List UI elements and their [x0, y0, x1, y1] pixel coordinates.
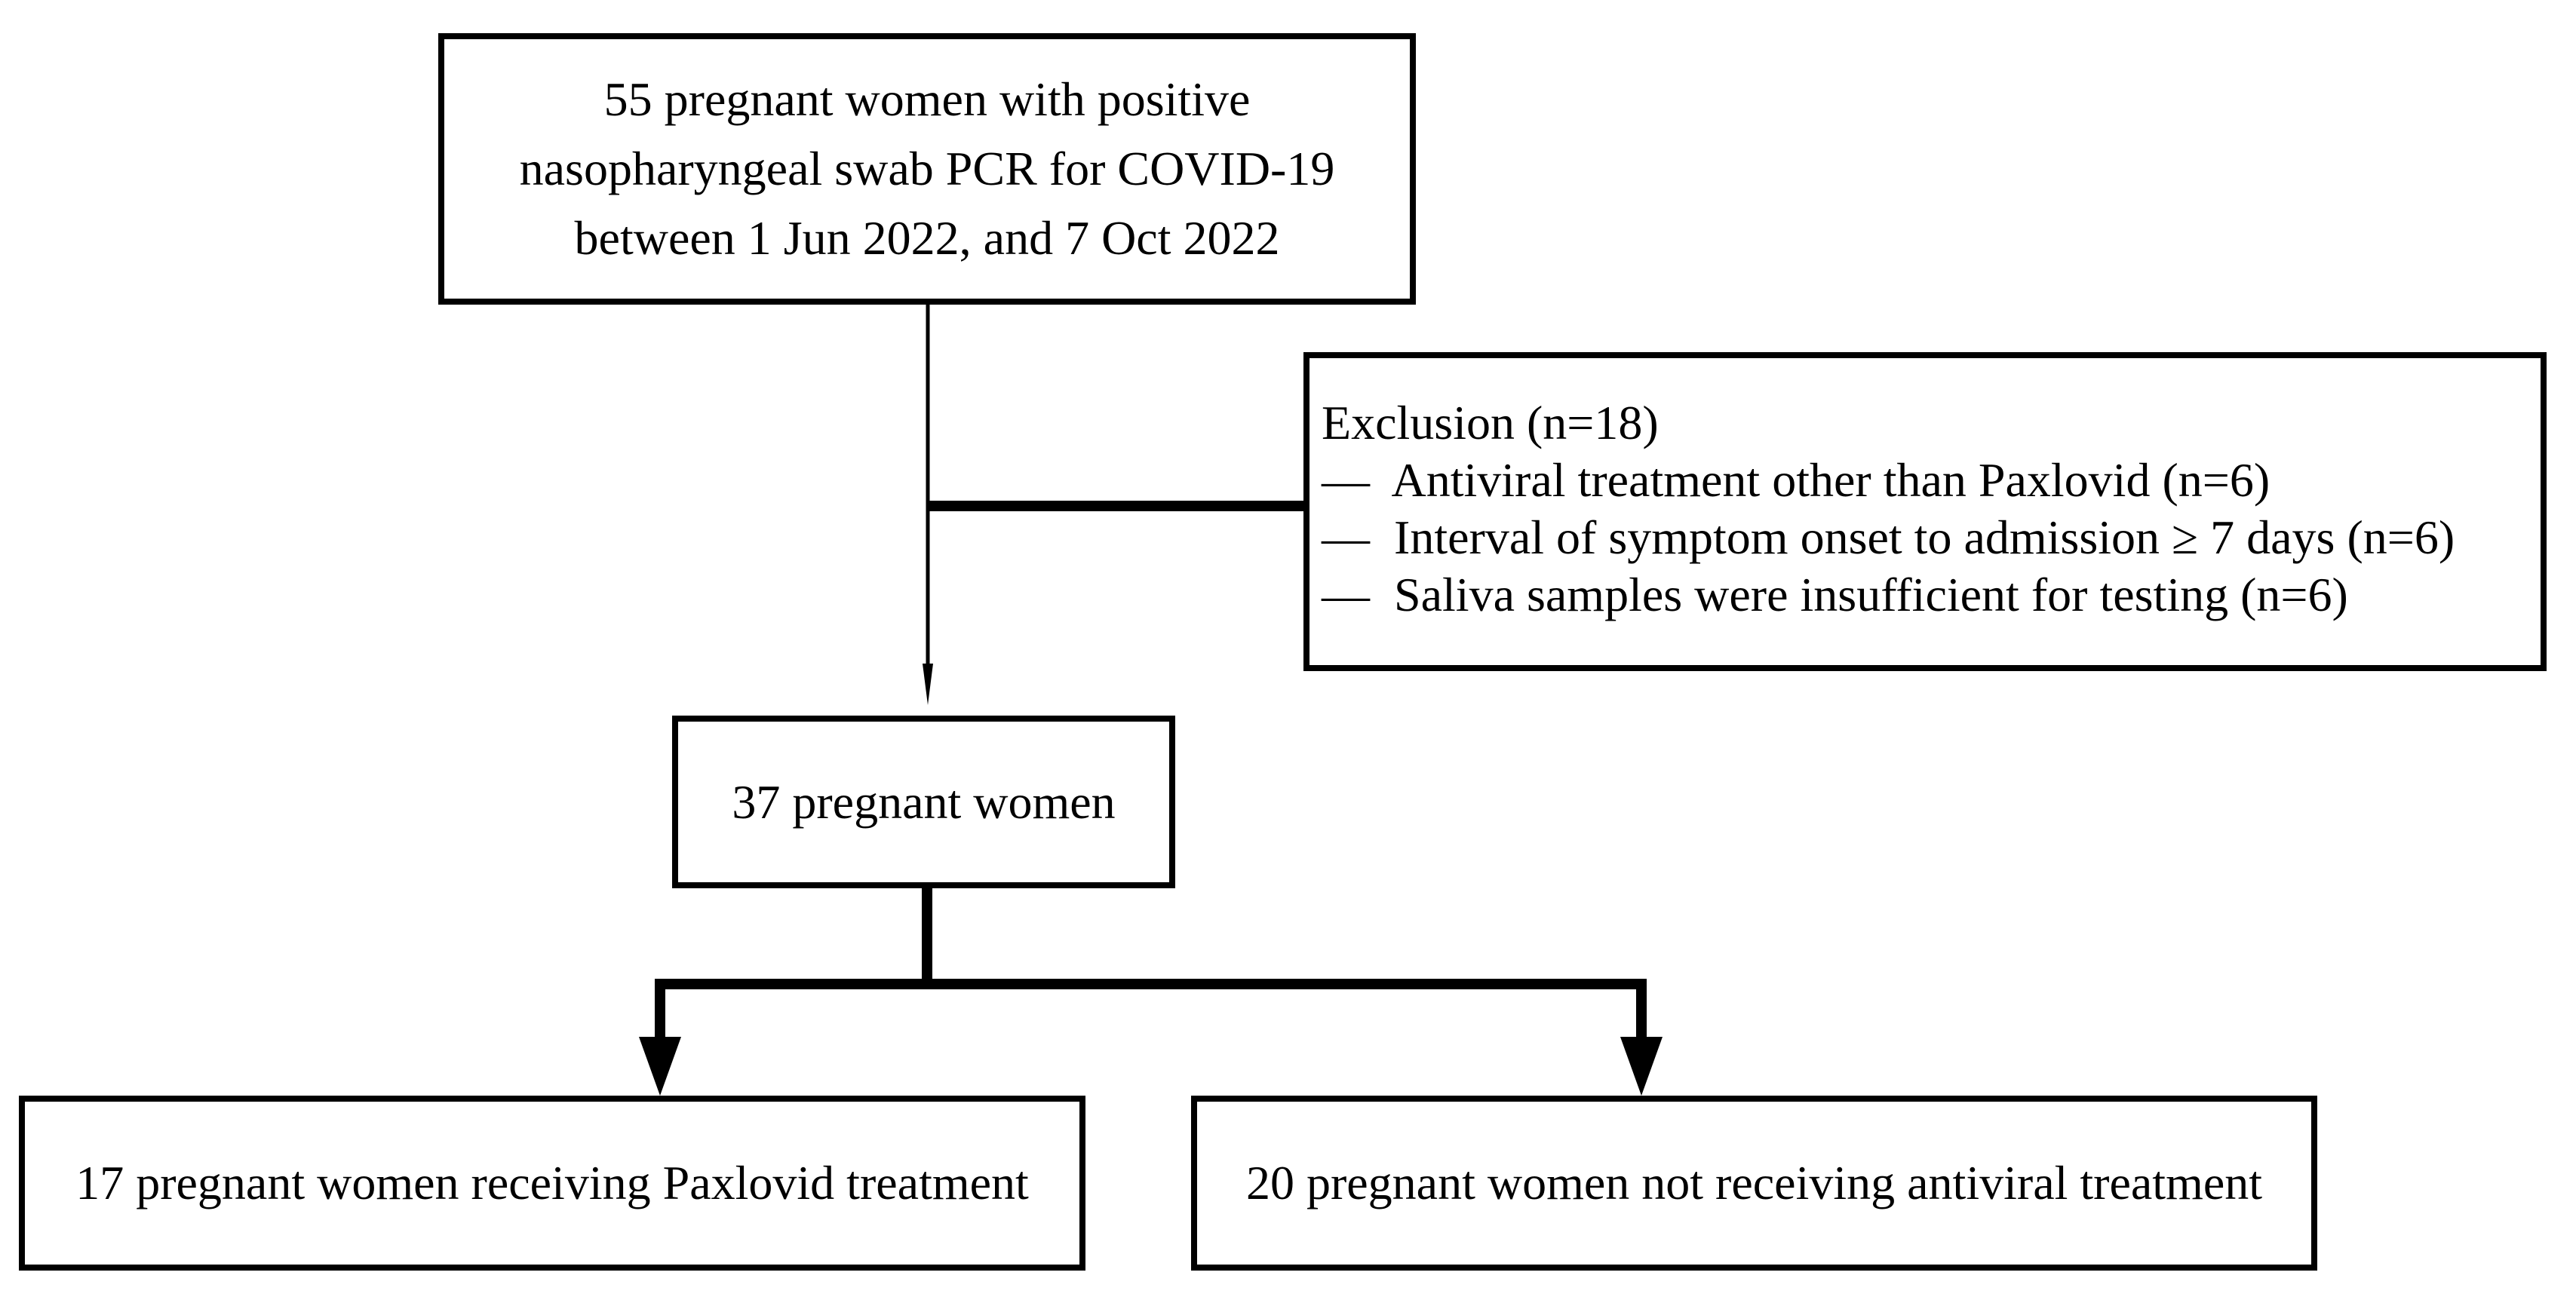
- exclusion-item: — Antiviral treatment other than Paxlovi…: [1322, 452, 2541, 509]
- exclusion-item: — Saliva samples were insufficient for t…: [1322, 566, 2541, 624]
- paxlovid-group-label: 17 pregnant women receiving Paxlovid tre…: [75, 1156, 1029, 1209]
- arrowhead-right: [1620, 1037, 1663, 1096]
- no-antiviral-group-label: 20 pregnant women not receiving antivira…: [1245, 1156, 2263, 1209]
- included-cohort-label: 37 pregnant women: [732, 774, 1116, 829]
- initial-cohort-line-3: between 1 Jun 2022, and 7 Oct 2022: [574, 211, 1280, 265]
- exclusion-item-label: Interval of symptom onset to admission ≥…: [1394, 510, 2455, 564]
- initial-cohort-line-1: 55 pregnant women with positive: [603, 72, 1251, 126]
- initial-cohort-line-2: nasopharyngeal swab PCR for COVID-19: [519, 142, 1335, 195]
- paxlovid-group-box: 17 pregnant women receiving Paxlovid tre…: [19, 1096, 1085, 1271]
- initial-cohort-box: 55 pregnant women with positive nasophar…: [438, 33, 1416, 305]
- exclusion-item-label: Antiviral treatment other than Paxlovid …: [1391, 453, 2271, 507]
- arrowhead-to-middle: [923, 664, 933, 705]
- exclusion-dash: —: [1322, 453, 1382, 507]
- exclusion-dash: —: [1322, 510, 1382, 564]
- exclusion-item: — Interval of symptom onset to admission…: [1322, 509, 2541, 566]
- no-antiviral-group-box: 20 pregnant women not receiving antivira…: [1191, 1096, 2317, 1271]
- exclusion-item-label: Saliva samples were insufficient for tes…: [1394, 568, 2348, 621]
- arrowhead-left: [639, 1037, 681, 1096]
- exclusion-title: Exclusion (n=18): [1322, 396, 1659, 449]
- included-cohort-box: 37 pregnant women: [672, 716, 1175, 888]
- exclusion-dash: —: [1322, 568, 1382, 621]
- exclusion-box: Exclusion (n=18) — Antiviral treatment o…: [1303, 352, 2547, 671]
